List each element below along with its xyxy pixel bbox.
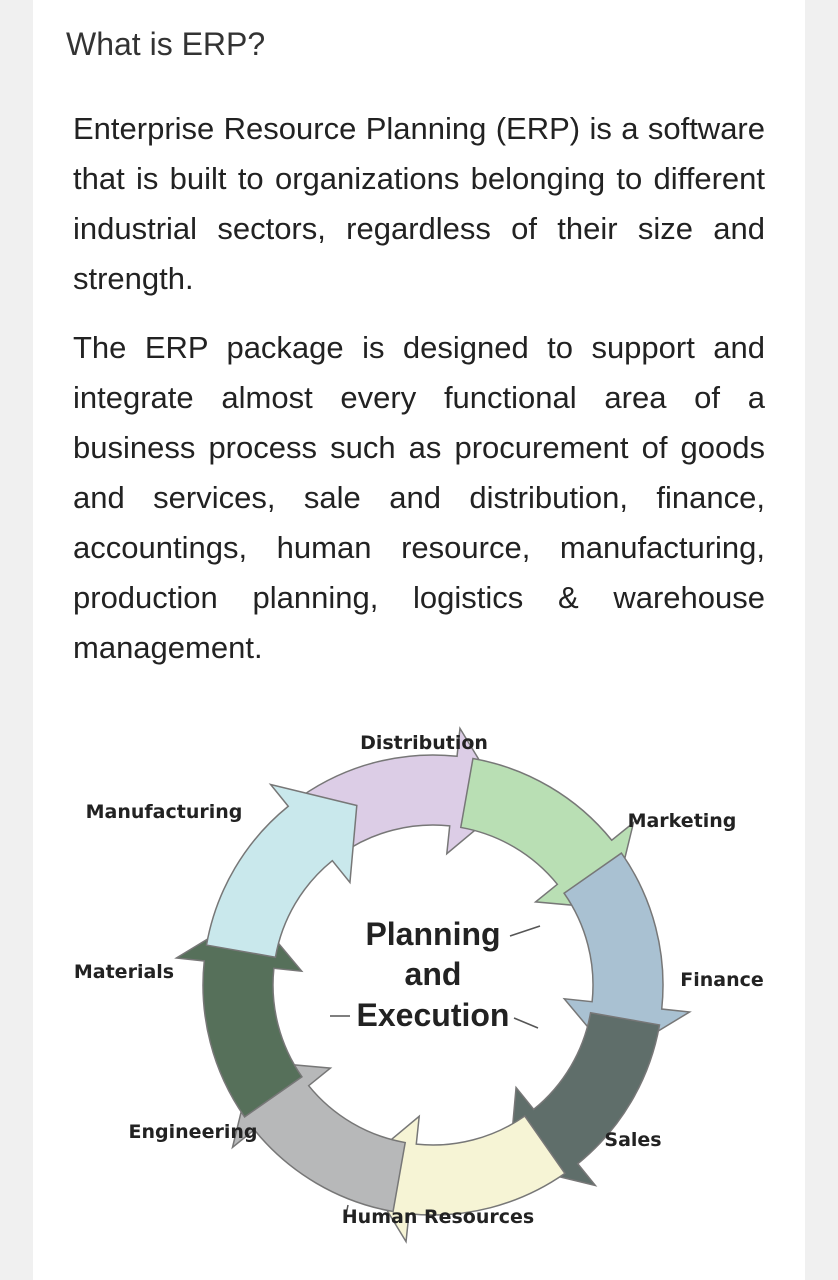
- center-line-1: Planning: [365, 916, 500, 952]
- label-distribution: Distribution: [360, 732, 488, 754]
- label-manufacturing: Manufacturing: [86, 801, 243, 823]
- arrow-manufacturing: [205, 783, 358, 959]
- label-engineering: Engineering: [129, 1121, 258, 1143]
- intro-paragraph: Enterprise Resource Planning (ERP) is a …: [73, 111, 765, 296]
- cycle-arrows: [174, 726, 692, 1244]
- arrow-sales: [508, 1011, 661, 1187]
- arrow-materials: [174, 910, 304, 1118]
- center-line-3: Execution: [357, 997, 510, 1033]
- detail-paragraph: The ERP package is designed to support a…: [73, 330, 765, 665]
- label-materials: Materials: [74, 961, 174, 983]
- arrow-human-resources: [358, 1114, 566, 1244]
- label-human-resources: Human Resources: [342, 1206, 534, 1228]
- page-title: What is ERP?: [66, 26, 266, 62]
- label-finance: Finance: [680, 969, 764, 991]
- label-marketing: Marketing: [628, 810, 737, 832]
- arrow-engineering: [231, 1060, 407, 1213]
- arrow-finance: [562, 852, 692, 1060]
- center-line-2: and: [405, 956, 462, 992]
- erp-cycle-diagram: Planning and Execution Distribution Mark…: [74, 726, 764, 1244]
- label-sales: Sales: [604, 1129, 661, 1151]
- arrow-marketing: [459, 757, 635, 910]
- article-card: [33, 0, 805, 1280]
